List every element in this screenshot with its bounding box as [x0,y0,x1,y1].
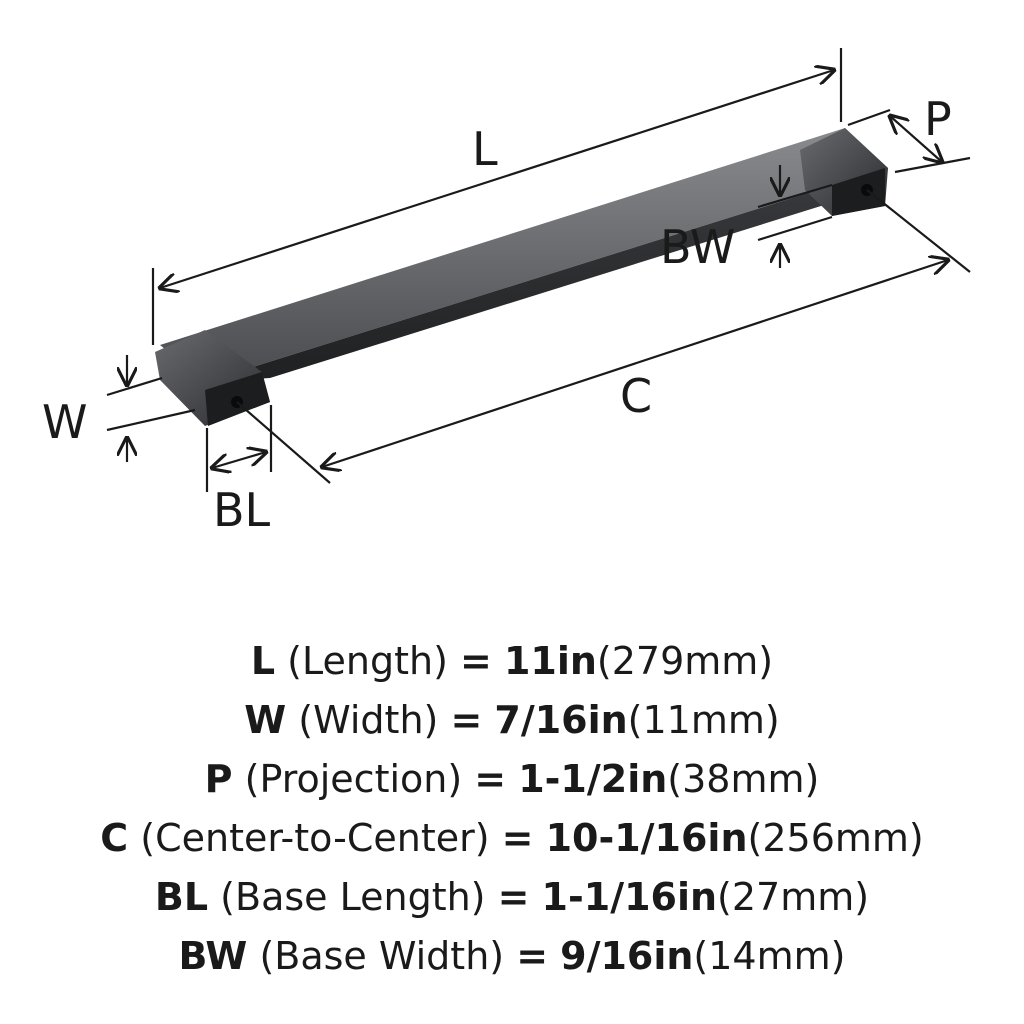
spec-code: C [100,816,129,860]
label-bl: BL [213,483,271,537]
label-l: L [472,122,498,176]
spec-name: (Base Width) [259,934,505,978]
p-extension-bottom [894,156,971,174]
spec-row-c: C (Center-to-Center) = 10-1/16in(256mm) [0,809,1024,868]
label-c: C [620,369,652,423]
label-p: P [924,92,952,146]
spec-name: (Length) [287,639,448,683]
spec-metric-value: (11mm) [627,698,780,742]
spec-equals: = [450,698,483,742]
spec-metric-value: (14mm) [693,934,846,978]
spec-row-l: L (Length) = 11in(279mm) [0,632,1024,691]
spec-equals: = [497,875,530,919]
handle-right-post-face [832,168,885,216]
spec-code: L [250,639,276,683]
spec-code: BL [154,875,209,919]
spec-equals: = [474,757,507,801]
c-centerline-right [866,189,971,273]
c-dimension-line [322,260,948,467]
spec-equals: = [460,639,492,683]
handle-dimension-diagram: L P BW W C BL [42,48,971,537]
spec-metric-value: (27mm) [717,875,870,919]
spec-equals: = [501,816,534,860]
specification-list: L (Length) = 11in(279mm)W (Width) = 7/16… [0,632,1024,986]
spec-row-p: P (Projection) = 1-1/2in(38mm) [0,750,1024,809]
spec-metric-value: (38mm) [667,757,820,801]
spec-row-bw: BW (Base Width) = 9/16in(14mm) [0,927,1024,986]
bl-dimension-line [212,452,266,468]
spec-imperial-value: 1-1/16in [541,875,718,919]
handle-bar-top [160,128,888,382]
spec-metric-value: (279mm) [596,639,774,683]
p-extension-top [847,108,891,127]
c-centerline-left [236,401,331,484]
cabinet-pull-handle [155,128,888,426]
label-w: W [42,395,87,449]
spec-row-w: W (Width) = 7/16in(11mm) [0,691,1024,750]
spec-name: (Base Length) [220,875,486,919]
spec-code: P [204,757,233,801]
bw-extension-top [757,183,833,209]
spec-imperial-value: 10-1/16in [545,816,748,860]
w-extension-bottom [106,408,196,432]
spec-imperial-value: 7/16in [494,698,628,742]
spec-code: W [244,698,287,742]
spec-equals: = [516,934,549,978]
w-extension-top [106,376,163,397]
spec-imperial-value: 1-1/2in [518,757,668,801]
dimension-lines [106,48,971,492]
spec-row-bl: BL (Base Length) = 1-1/16in(27mm) [0,868,1024,927]
spec-name: (Projection) [244,757,463,801]
spec-name: (Width) [298,698,439,742]
spec-imperial-value: 11in [503,639,597,683]
spec-name: (Center-to-Center) [140,816,490,860]
p-dimension-line [890,116,942,162]
l-dimension-line [160,70,834,288]
bw-extension-bottom [757,215,833,242]
spec-code: BW [178,934,248,978]
spec-metric-value: (256mm) [747,816,924,860]
label-bw: BW [660,220,735,274]
spec-imperial-value: 9/16in [560,934,694,978]
